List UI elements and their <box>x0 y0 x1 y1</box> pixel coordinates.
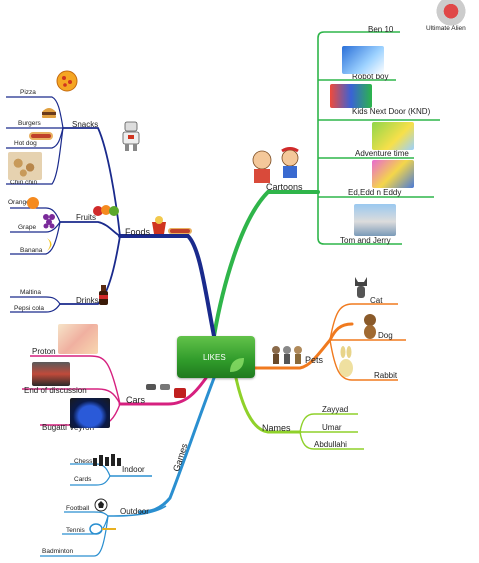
cartoon-item[interactable]: Tom and Jerry <box>340 236 391 245</box>
outdoor-item[interactable]: Football <box>66 505 90 512</box>
knd-picture <box>330 84 372 108</box>
ed-edd-eddy-picture <box>372 160 414 188</box>
car-item[interactable]: Bugatti Veyron <box>42 423 95 432</box>
leaf-icon <box>230 358 244 372</box>
center-label: LIKES <box>203 353 226 362</box>
drinks-label[interactable]: Drinks <box>76 296 99 305</box>
tom-and-jerry-picture <box>354 204 396 236</box>
center-node[interactable] <box>177 336 255 378</box>
drink-item[interactable]: Pepsi cola <box>14 305 44 312</box>
bugatti-picture <box>70 398 110 428</box>
drink-item[interactable]: Maltina <box>20 289 41 296</box>
name-item[interactable]: Umar <box>322 423 342 432</box>
snack-item[interactable]: Hot dog <box>14 140 37 147</box>
dog-icon <box>364 314 376 339</box>
outdoor-label[interactable]: Outdoor <box>120 507 149 516</box>
cars-icon <box>146 384 186 398</box>
snacks-label[interactable]: Snacks <box>72 120 99 129</box>
snack-item[interactable]: Chin chin <box>10 179 38 186</box>
cartoon-item[interactable]: Ultimate Alien <box>426 25 466 32</box>
pizza-icon <box>56 70 78 92</box>
indoor-item[interactable]: Cards <box>74 476 92 483</box>
indoor-item[interactable]: Chess <box>74 458 93 465</box>
bottle-icon <box>99 285 108 305</box>
banana-icon <box>47 238 52 251</box>
branch-label-names[interactable]: Names <box>262 423 291 433</box>
car-item[interactable]: Proton <box>32 347 56 356</box>
cartoon-item[interactable]: Ed,Edd n Eddy <box>348 188 402 197</box>
cartoon-item[interactable]: Kids Next Door (KND) <box>352 107 431 116</box>
pet-item[interactable]: Cat <box>370 296 383 305</box>
outdoor-item[interactable]: Badminton <box>42 548 74 555</box>
name-item[interactable]: Zayyad <box>322 405 349 414</box>
indoor-label[interactable]: Indoor <box>122 465 145 474</box>
cartoon-item[interactable]: Adventure time <box>355 149 409 158</box>
hotdog-icon <box>29 132 53 140</box>
pet-item[interactable]: Rabbit <box>374 371 398 380</box>
adventure-time-picture <box>372 122 414 150</box>
cat-icon <box>355 277 367 298</box>
fruit-item[interactable]: Grape <box>18 224 37 231</box>
cartoon-item[interactable]: Robot boy <box>352 72 389 81</box>
robot-icon <box>122 121 140 151</box>
name-item[interactable]: Abdullahi <box>314 440 347 449</box>
fruit-basket-icon <box>93 205 119 216</box>
branch-label-cartoons[interactable]: Cartoons <box>266 182 303 192</box>
pet-item[interactable]: Dog <box>378 331 393 340</box>
snack-item[interactable]: Pizza <box>20 89 36 96</box>
ultimate-alien-icon <box>434 0 468 28</box>
pets-group-icon <box>272 346 302 364</box>
car-item[interactable]: End of discussion <box>24 386 87 395</box>
snack-item[interactable]: Burgers <box>18 120 41 127</box>
food-bowl-icon <box>152 216 192 234</box>
fruit-item[interactable]: Banana <box>20 247 43 254</box>
branch-label-cars[interactable]: Cars <box>126 395 146 405</box>
burger-icon <box>42 108 56 118</box>
robot-boy-picture <box>342 46 384 74</box>
chess-icon <box>93 454 121 466</box>
football-icon <box>94 498 108 512</box>
grape-icon <box>43 214 55 229</box>
branch-label-foods[interactable]: Foods <box>125 227 151 237</box>
cartoon-item[interactable]: Ben 10 <box>368 25 394 34</box>
branch-label-pets[interactable]: Pets <box>305 355 324 365</box>
outdoor-item[interactable]: Tennis <box>66 527 85 534</box>
chin-chin-picture <box>8 152 42 180</box>
proton-picture <box>58 324 98 354</box>
fruits-label[interactable]: Fruits <box>76 213 96 222</box>
fruit-item[interactable]: Orange <box>8 199 30 206</box>
cartoon-kids-icon <box>252 147 299 183</box>
racket-icon <box>89 523 116 535</box>
orange-icon <box>27 197 39 209</box>
end-of-discussion-picture <box>32 362 70 386</box>
rabbit-icon <box>339 346 353 377</box>
